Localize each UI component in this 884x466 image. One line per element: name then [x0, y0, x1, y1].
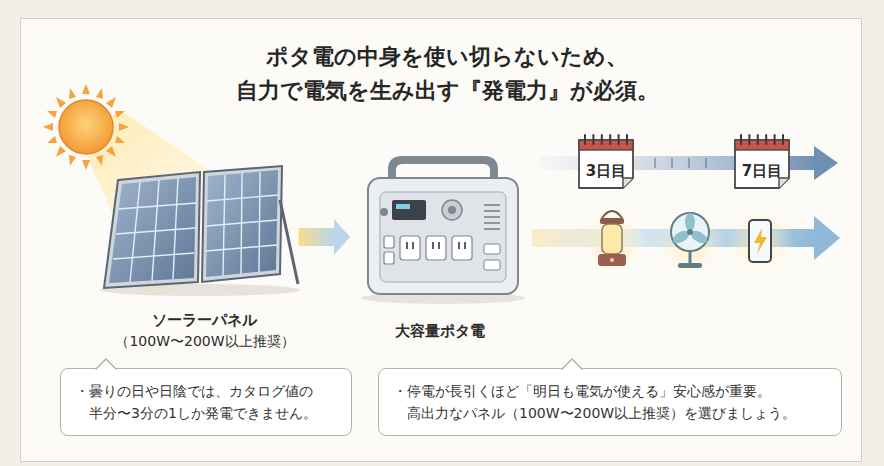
calendar-text-holder: 3日目 — [586, 162, 626, 181]
sun-icon — [43, 84, 129, 170]
solar-panel-illustration — [100, 166, 300, 296]
node-label: ・曇りの日や日陰では、カタログ値の 半分〜3分の1しか発電できません。 — [75, 380, 337, 424]
calendar-text-holder: 7日目 — [742, 162, 782, 181]
node-label: ソーラーパネル — [152, 310, 257, 331]
node-label: 3日目 — [586, 162, 626, 181]
callout-tail — [561, 358, 583, 370]
note-callout: ・曇りの日や日陰では、カタログ値の 半分〜3分の1しか発電できません。 — [60, 368, 352, 436]
calendar-outline — [732, 132, 792, 190]
solar-panel-node: ソーラーパネル（100W〜200W以上推奨） — [111, 156, 298, 352]
calendar-box: 7日目 — [732, 132, 792, 190]
callout-tail — [95, 358, 117, 370]
node-label: 大容量ポタ電 — [395, 321, 485, 342]
note-callout: ・停電が長引くほど「明日も電気が使える」安心感が重要。 高出力なパネル（100W… — [378, 368, 842, 436]
diagram-title: ポタ電の中身を使い切らないため、 自力で電気を生み出す『発電力』が必須。 — [212, 40, 682, 108]
flow-arrow — [299, 219, 350, 255]
power-station-illustration — [361, 160, 525, 304]
node-label: ・停電が長引くほど「明日も電気が使える」安心感が重要。 高出力なパネル（100W… — [393, 380, 827, 424]
calendar-outline — [576, 132, 636, 190]
sun-beam — [80, 110, 300, 300]
node-label: 7日目 — [742, 162, 782, 181]
device-icons — [578, 208, 794, 276]
node-note: （100W〜200W以上推奨） — [115, 331, 294, 352]
calendar-box: 3日目 — [576, 132, 636, 190]
power-station-node: 大容量ポタ電 — [350, 150, 530, 342]
